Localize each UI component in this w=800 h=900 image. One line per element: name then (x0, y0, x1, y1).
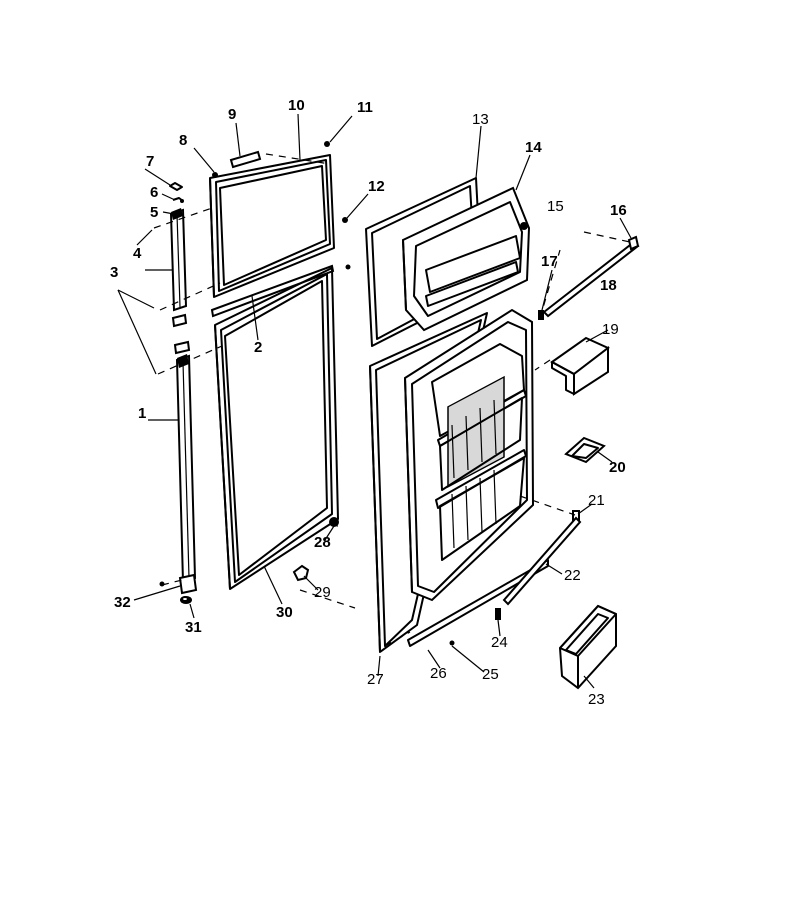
freezer-door-liner (401, 186, 531, 332)
callout-15: 15 (547, 198, 564, 215)
callout-17: 17 (541, 253, 558, 270)
callout-16: 16 (610, 202, 627, 219)
callout-31: 31 (185, 619, 202, 636)
callout-3: 3 (110, 264, 118, 281)
callout-22: 22 (564, 567, 581, 584)
callout-24: 24 (491, 634, 508, 651)
callout-21: 21 (588, 492, 605, 509)
callout-32: 32 (114, 594, 131, 611)
callout-26: 26 (430, 665, 447, 682)
callout-13: 13 (472, 111, 489, 128)
callout-23: 23 (588, 691, 605, 708)
lower-hinge-block (173, 340, 191, 355)
rail-end-24 (495, 608, 501, 620)
screw-11 (324, 141, 330, 147)
callout-27: 27 (367, 671, 384, 688)
fresh-food-door-liner (403, 308, 549, 647)
upper-hinge-strip (169, 208, 188, 312)
callout-9: 9 (228, 106, 236, 123)
bottom-hinge (178, 573, 198, 595)
callout-7: 7 (146, 153, 154, 170)
handle-cap (229, 150, 262, 169)
callout-29: 29 (314, 584, 331, 601)
door-bin-23 (558, 604, 617, 690)
callout-5: 5 (150, 204, 158, 221)
callout-11: 11 (357, 99, 373, 116)
callout-10: 10 (288, 97, 305, 114)
fresh-food-gasket (369, 312, 488, 653)
callout-12: 12 (368, 178, 385, 195)
screw-25 (449, 640, 455, 646)
butter-tray-20 (564, 436, 606, 464)
small-hinge-parts (169, 182, 184, 203)
callout-30: 30 (276, 604, 293, 621)
callout-4: 4 (133, 245, 142, 262)
callout-14: 14 (525, 139, 542, 156)
callout-2: 2 (254, 339, 262, 356)
plug-12 (342, 217, 351, 270)
callout-8: 8 (179, 132, 187, 149)
callout-19: 19 (602, 321, 619, 338)
shelf-rail-18 (542, 240, 640, 318)
shelf-rail-22 (502, 516, 582, 606)
dairy-door-19 (550, 336, 610, 396)
callout-18: 18 (600, 277, 617, 294)
bottom-hinge-bracket (180, 596, 192, 604)
callout-25: 25 (482, 666, 499, 683)
callout-20: 20 (609, 459, 626, 476)
rail-end-16 (627, 235, 640, 251)
assembly-dashed-lines (153, 153, 631, 647)
freezer-door-frame (209, 154, 335, 298)
leader-lines (117, 113, 632, 689)
plug-8 (212, 172, 218, 178)
upper-hinge-pin (171, 313, 188, 328)
lower-hinge-strip (175, 354, 197, 584)
callout-6: 6 (150, 184, 158, 201)
callout-28: 28 (314, 534, 331, 551)
callout-1: 1 (138, 405, 146, 422)
